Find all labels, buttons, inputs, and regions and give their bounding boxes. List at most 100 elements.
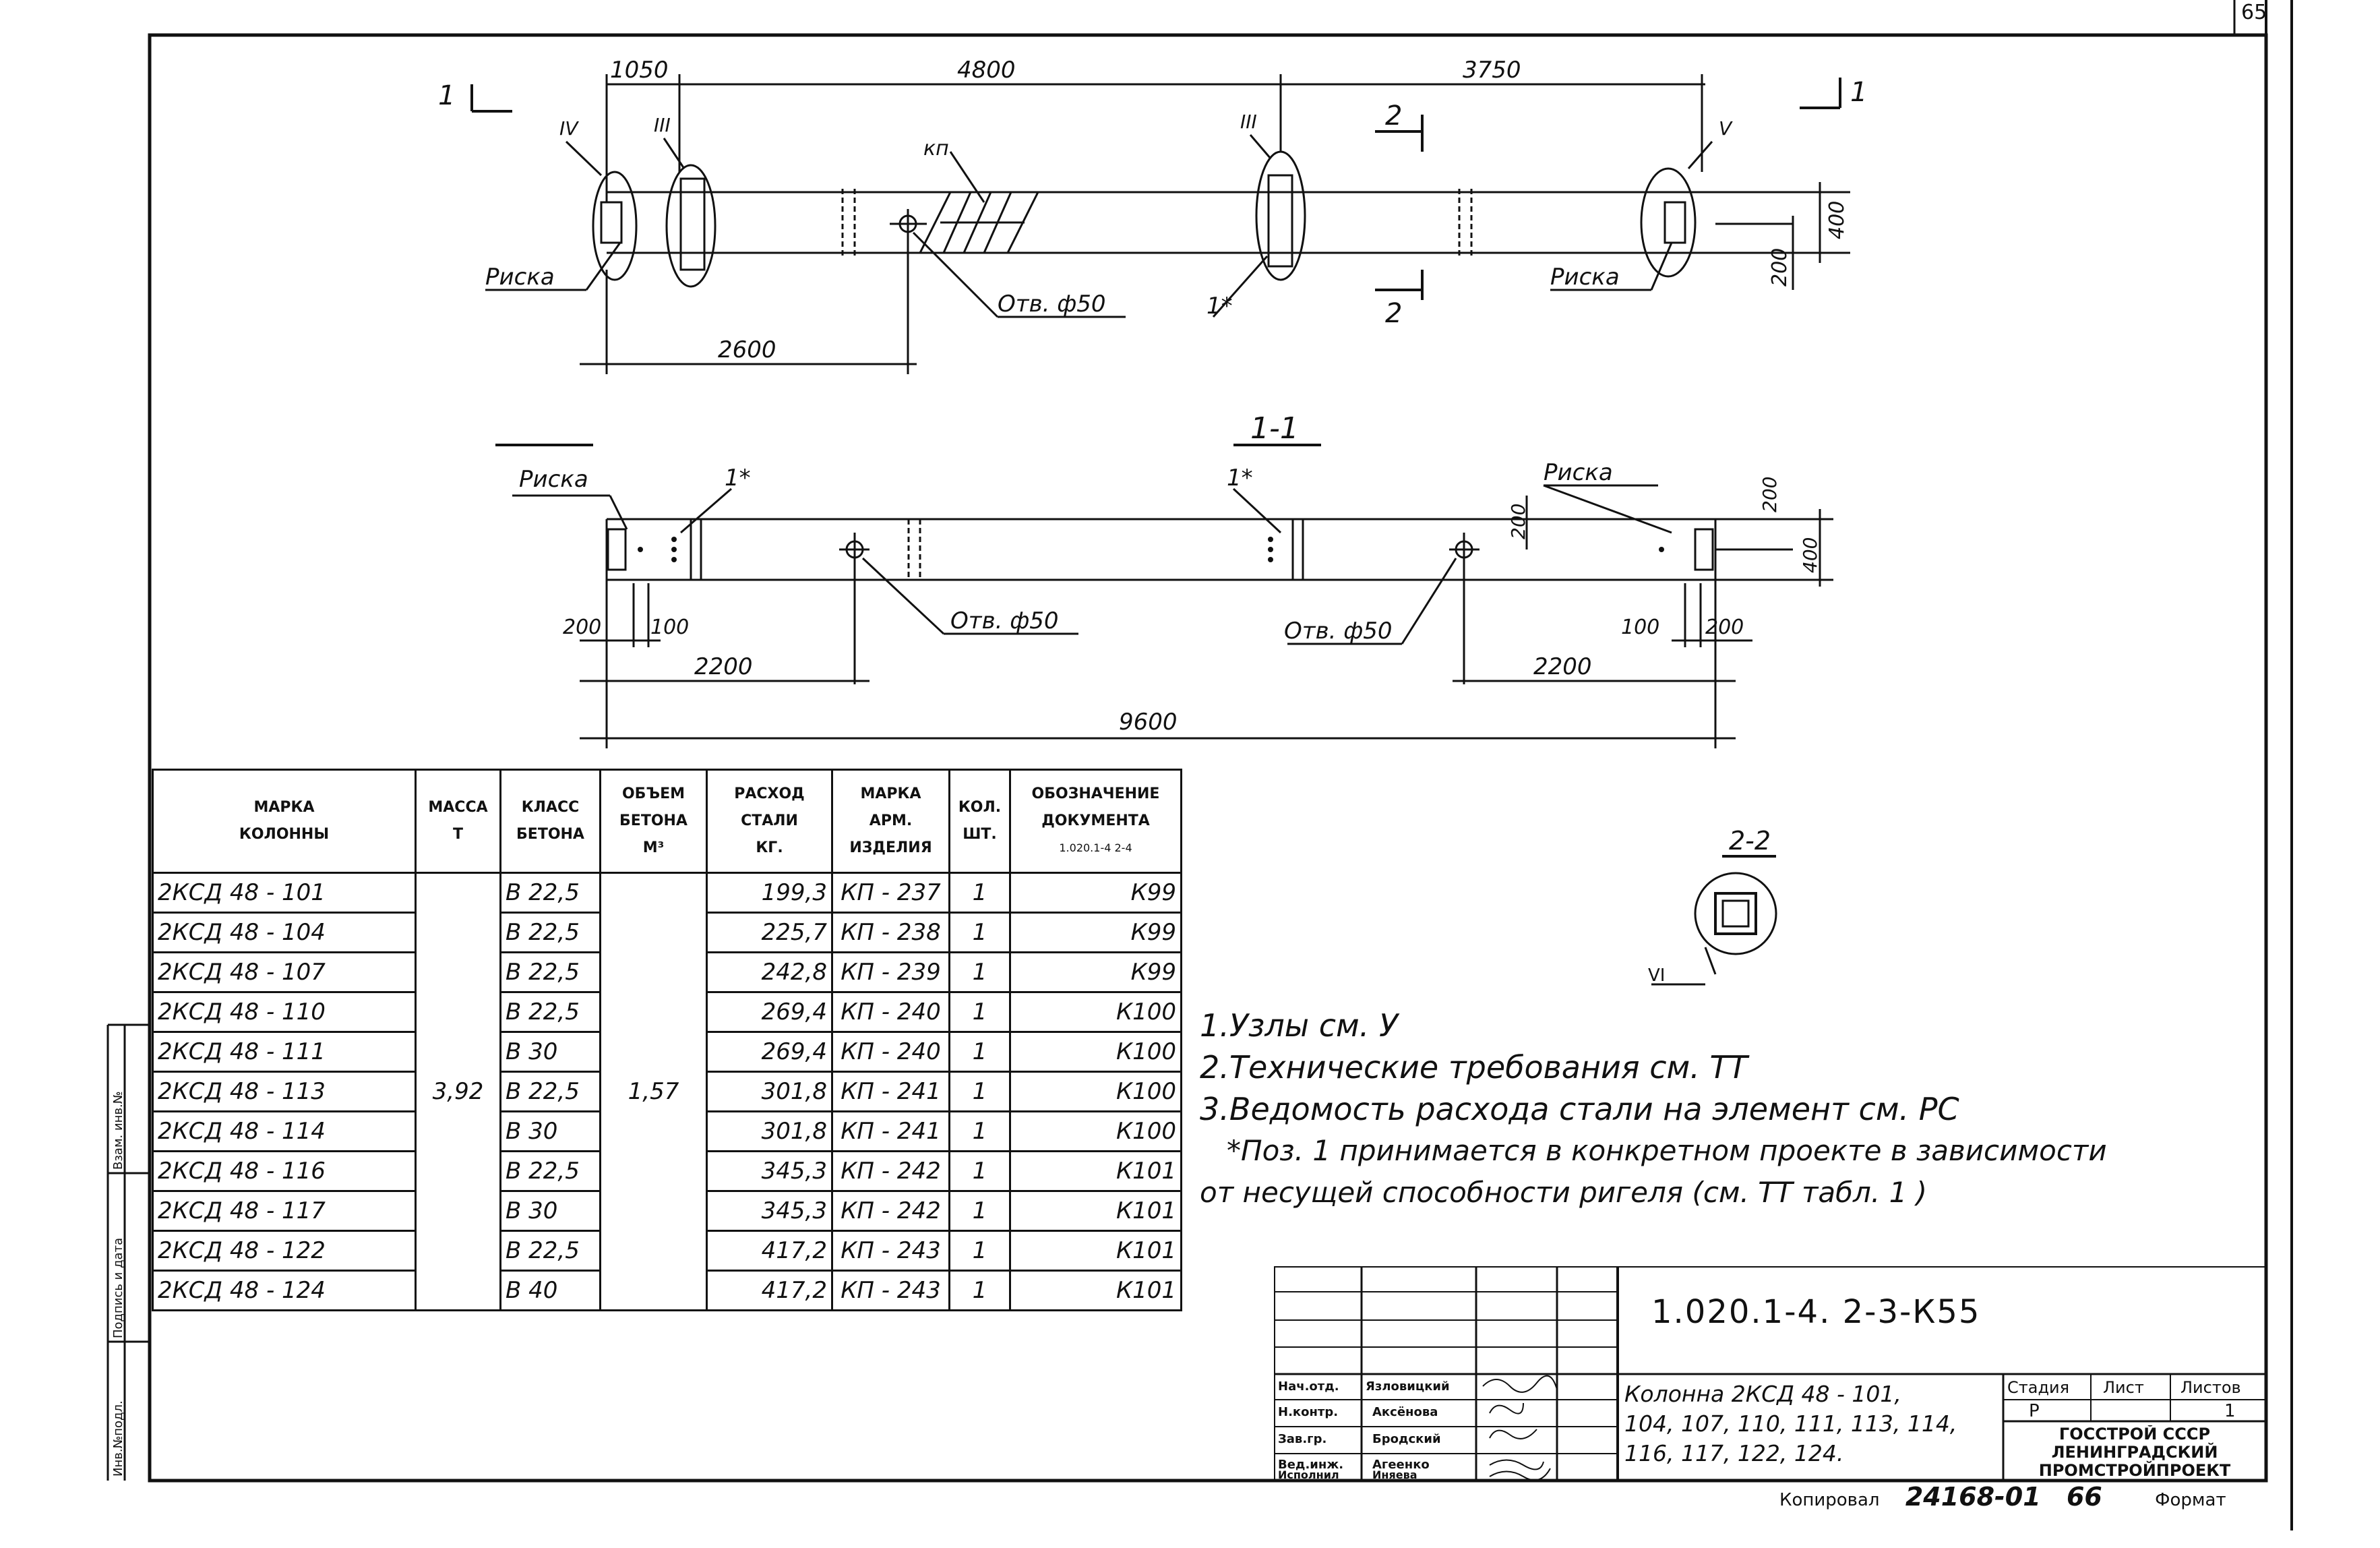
name-4: Агеенко xyxy=(1372,1458,1430,1472)
cell-steel: 345,3 xyxy=(706,1190,833,1232)
name-1: Язловицкий xyxy=(1366,1379,1450,1394)
dim-3750: 3750 xyxy=(1463,57,1521,84)
stamp-replaced-inv: Взам. инв.№ xyxy=(111,1091,125,1170)
cell-document: К99 xyxy=(1009,912,1182,953)
organization: ГОССТРОЙ СССР ЛЕНИНГРАДСКИЙ ПРОМСТРОЙПРО… xyxy=(2003,1425,2266,1480)
cell-steel: 269,4 xyxy=(706,991,833,1033)
section-view xyxy=(495,444,1833,748)
cell-concrete: В 30 xyxy=(499,1190,601,1232)
cell-steel: 301,8 xyxy=(706,1071,833,1112)
dim-200: 200 xyxy=(1768,248,1792,287)
sheet-frame xyxy=(106,0,2293,1530)
sheet-header: Лист xyxy=(2103,1378,2144,1397)
cell-mark: 2КСД 48 - 111 xyxy=(152,1031,417,1073)
cell-arm-mark: КП - 239 xyxy=(831,951,950,993)
dim-200-vert-inner: 200 xyxy=(1507,504,1529,539)
note-5: от несущей способности ригеля (см. ТТ та… xyxy=(1200,1176,1928,1209)
header-qty: КОЛ.ШТ. xyxy=(948,769,1011,874)
cell-steel: 417,2 xyxy=(706,1230,833,1272)
cell-concrete: В 40 xyxy=(499,1270,601,1311)
cell-steel: 345,3 xyxy=(706,1150,833,1192)
role-3: Зав.гр. xyxy=(1278,1432,1327,1446)
org-line-3: ПРОМСТРОЙПРОЕКТ xyxy=(2038,1461,2231,1480)
org-line-1: ГОССТРОЙ СССР xyxy=(2058,1425,2211,1443)
dim-200-left: 200 xyxy=(563,616,601,639)
cell-mark: 2КСД 48 - 124 xyxy=(152,1270,417,1311)
node-mark-v: V xyxy=(1719,117,1733,140)
detail-2-2-node: VI xyxy=(1648,965,1665,986)
cell-mark: 2КСД 48 - 114 xyxy=(152,1110,417,1152)
dim-200-right: 200 xyxy=(1705,616,1744,639)
label-pos1: 1* xyxy=(1207,293,1233,320)
cell-qty: 1 xyxy=(948,991,1011,1033)
cell-mark: 2КСД 48 - 110 xyxy=(152,991,417,1033)
node-mark-iii-right: III xyxy=(1240,111,1257,133)
cell-concrete: В 22,5 xyxy=(499,1150,601,1192)
section-mark-2-top: 2 xyxy=(1385,100,1402,131)
cell-mark: 2КСД 48 - 113 xyxy=(152,1071,417,1112)
role-2: Н.контр. xyxy=(1278,1405,1339,1419)
copy-line: Копировал 24168-01 66 Формат xyxy=(1779,1482,2226,1512)
stamp-signature-date: Подпись и дата xyxy=(111,1237,125,1338)
cell-arm-mark: КП - 242 xyxy=(831,1150,950,1192)
org-line-2: ЛЕНИНГРАДСКИЙ xyxy=(2051,1443,2218,1462)
node-mark-iv: IV xyxy=(559,117,579,140)
cell-document: К101 xyxy=(1009,1150,1182,1192)
copy-number: 24168-01 xyxy=(1905,1482,2041,1512)
note-4: *Поз. 1 принимается в конкретном проекте… xyxy=(1227,1134,2107,1167)
label-risk-right-section: Риска xyxy=(1544,459,1613,486)
title-description: Колонна 2КСД 48 - 101, 104, 107, 110, 11… xyxy=(1624,1379,2002,1477)
plan-view-labels: 1 1 2 2 IV III III V 1050 4800 3750 2600… xyxy=(438,57,1867,363)
title-description-line-3: 116, 117, 122, 124. xyxy=(1624,1440,1844,1466)
cell-concrete: В 22,5 xyxy=(499,951,601,993)
cell-arm-mark: КП - 237 xyxy=(831,872,950,914)
title-block: 1.020.1-4. 2-3-К55 Колонна 2КСД 48 - 101… xyxy=(1274,1266,2266,1481)
cell-concrete: В 22,5 xyxy=(499,1071,601,1112)
dim-2600: 2600 xyxy=(718,336,776,363)
plan-view xyxy=(470,74,1850,374)
section-dots xyxy=(638,537,1664,562)
dim-9600: 9600 xyxy=(1119,709,1178,736)
node-mark-iii-left: III xyxy=(654,114,671,136)
label-risk-left: Риска xyxy=(485,264,555,291)
cell-arm-mark: КП - 243 xyxy=(831,1230,950,1272)
cell-qty: 1 xyxy=(948,1270,1011,1311)
copy-page: 66 xyxy=(2066,1482,2102,1512)
page-number-label: 65 xyxy=(2241,1,2267,24)
role-5: Исполнил xyxy=(1278,1468,1339,1481)
title-code: 1.020.1-4. 2-3-К55 xyxy=(1651,1293,1981,1331)
cell-arm-mark: КП - 240 xyxy=(831,1031,950,1073)
dim-100-left: 100 xyxy=(650,616,689,639)
cell-steel: 269,4 xyxy=(706,1031,833,1073)
title-description-line-1: Колонна 2КСД 48 - 101, xyxy=(1624,1381,1901,1407)
label-risk-left-section: Риска xyxy=(519,466,588,493)
cell-steel: 199,3 xyxy=(706,872,833,914)
section-mark-1-right: 1 xyxy=(1850,77,1867,108)
cell-mark: 2КСД 48 - 116 xyxy=(152,1150,417,1192)
cell-arm-mark: КП - 238 xyxy=(831,912,950,953)
label-pos1-right-section: 1* xyxy=(1227,465,1253,492)
title-description-line-2: 104, 107, 110, 111, 113, 114, xyxy=(1624,1410,1957,1437)
cell-arm-mark: КП - 242 xyxy=(831,1190,950,1232)
cell-qty: 1 xyxy=(948,912,1011,953)
dim-4800: 4800 xyxy=(957,57,1016,84)
role-1: Нач.отд. xyxy=(1278,1379,1339,1394)
cell-mark: 2КСД 48 - 117 xyxy=(152,1190,417,1232)
cell-document: К99 xyxy=(1009,872,1182,914)
